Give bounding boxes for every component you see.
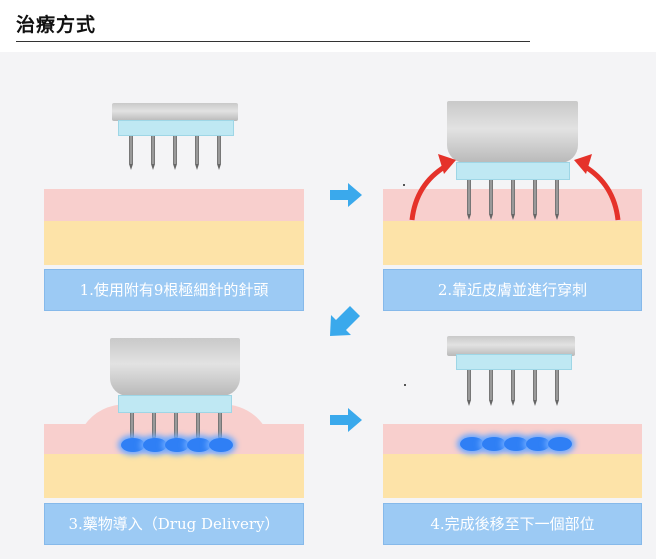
decorative-dot (403, 184, 405, 186)
drug-droplet (187, 438, 211, 452)
red-up-arrow-icon (574, 154, 621, 221)
drug-droplet (209, 438, 233, 452)
skin-fat-layer (383, 221, 642, 265)
skin-fat-layer (44, 221, 304, 265)
skin-fat-layer (44, 454, 304, 498)
needle (217, 136, 221, 170)
needle (555, 370, 559, 406)
device-needle-base (118, 395, 232, 413)
needle (174, 413, 178, 443)
step-1-label: 1.使用附有9根極細針的針頭 (44, 269, 304, 311)
needle (511, 180, 515, 220)
drug-droplet (121, 438, 145, 452)
device-needle-base (456, 354, 572, 370)
needle (152, 413, 156, 443)
device-head (447, 336, 575, 356)
decorative-dot (404, 384, 406, 386)
device-needle-base (456, 162, 570, 180)
page-title: 治療方式 (16, 14, 97, 36)
arrow-right-icon (330, 183, 362, 207)
needle (511, 370, 515, 406)
step-3-label: 3.藥物導入（Drug Delivery） (44, 503, 304, 545)
drug-droplet (504, 437, 528, 451)
header: 治療方式 (0, 0, 656, 52)
needle (195, 136, 199, 170)
needle (533, 370, 537, 406)
device-needle-base (118, 120, 234, 136)
step-4-label: 4.完成後移至下一個部位 (383, 503, 642, 545)
skin-fat-layer (383, 454, 642, 498)
needle (130, 413, 134, 443)
step-2-label: 2.靠近皮膚並進行穿刺 (383, 269, 642, 311)
device-head (110, 338, 240, 396)
skin-surface-layer (44, 189, 304, 221)
needle (555, 180, 559, 220)
drug-droplet (548, 437, 572, 451)
drug-droplet (143, 438, 167, 452)
needle (196, 413, 200, 443)
treatment-diagram: 1.使用附有9根極細針的針頭 2.靠近皮膚並進行穿刺 (0, 52, 656, 559)
drug-droplet (460, 437, 484, 451)
device-head (447, 101, 578, 163)
needle (489, 180, 493, 220)
needle (173, 136, 177, 170)
needle (533, 180, 537, 220)
red-up-arrow-icon (409, 154, 456, 221)
needle (467, 370, 471, 406)
drug-droplet (526, 437, 550, 451)
needle (467, 180, 471, 220)
drug-droplet (482, 437, 506, 451)
needle (129, 136, 133, 170)
title-divider (16, 41, 530, 42)
arrow-right-icon (330, 408, 362, 432)
needle (151, 136, 155, 170)
arrow-down-left-icon (330, 306, 360, 336)
device-head (112, 103, 238, 121)
needle (218, 413, 222, 443)
drug-droplet (165, 438, 189, 452)
needle (489, 370, 493, 406)
